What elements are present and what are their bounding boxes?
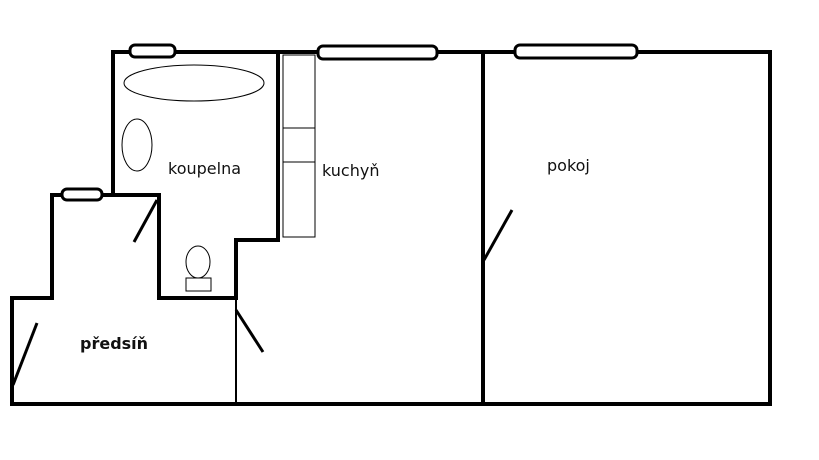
bathroom-walls [10,50,772,406]
door-bathroom [132,199,159,243]
toilet [185,245,211,279]
window-hallway [60,187,104,202]
label-room: pokoj [547,156,590,175]
sink [121,118,153,172]
label-hallway: předsíň [80,334,148,353]
toilet-tank [185,277,212,292]
kitchen-counter [282,54,316,238]
window-room [513,43,639,60]
window-kitchen [316,44,439,61]
window-bathroom [128,43,177,59]
door-room [482,209,514,261]
door-entrance [11,322,39,386]
label-bathroom: koupelna [168,159,241,178]
walls [10,50,772,406]
bathtub [123,64,265,102]
door-kitchen [234,309,265,353]
label-kitchen: kuchyň [322,161,379,180]
